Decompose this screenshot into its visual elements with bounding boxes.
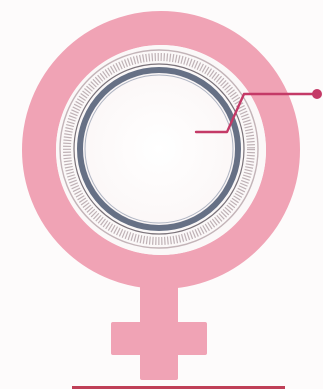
symbol-crossbar <box>111 322 207 355</box>
navy-ring <box>80 70 238 228</box>
callout-dot <box>312 89 322 99</box>
